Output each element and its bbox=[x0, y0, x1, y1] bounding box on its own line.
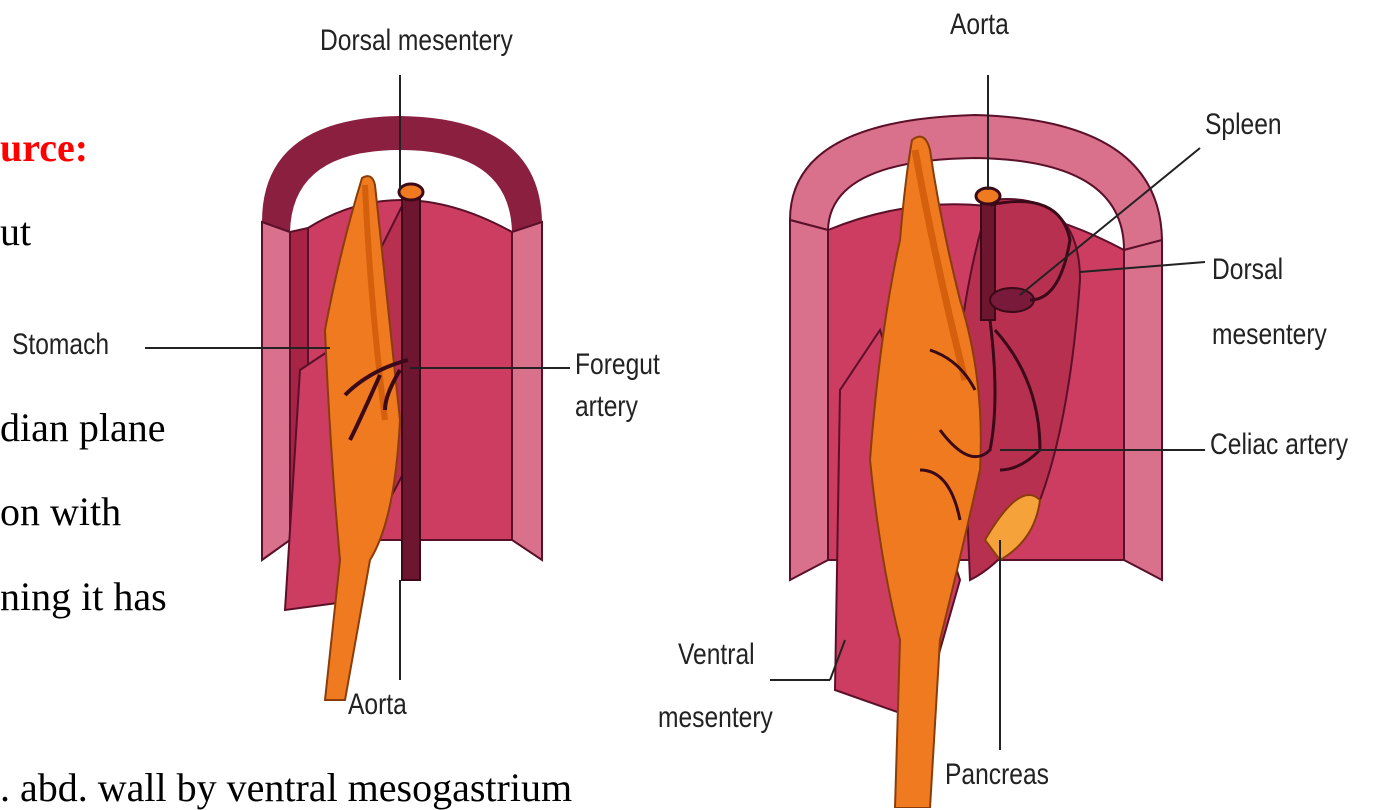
body-wall-right bbox=[1124, 240, 1162, 580]
label-artery: artery bbox=[575, 392, 638, 422]
label-foregut: Foregut bbox=[575, 350, 660, 380]
label-aorta-left: Aorta bbox=[348, 690, 407, 720]
aorta-opening bbox=[399, 184, 423, 200]
label-dorsal-mesentery: Dorsal mesentery bbox=[320, 26, 513, 56]
label-dorsal-mesentery-right: mesentery bbox=[1212, 320, 1327, 350]
label-ventral: Ventral bbox=[678, 640, 755, 670]
body-wall-right bbox=[512, 222, 542, 560]
label-aorta-right: Aorta bbox=[950, 10, 1009, 40]
label-spleen: Spleen bbox=[1205, 110, 1282, 140]
label-pancreas: Pancreas bbox=[945, 760, 1049, 790]
aorta-opening bbox=[976, 188, 1000, 204]
left-figure bbox=[262, 116, 542, 700]
body-wall-left bbox=[790, 220, 828, 580]
label-ventral-mesentery: mesentery bbox=[658, 703, 773, 733]
slide-text-line: . abd. wall by ventral mesogastrium bbox=[0, 768, 572, 808]
spleen bbox=[990, 288, 1034, 312]
label-celiac-artery: Celiac artery bbox=[1210, 430, 1348, 460]
label-dorsal: Dorsal bbox=[1212, 255, 1283, 285]
label-stomach: Stomach bbox=[12, 330, 109, 360]
right-figure bbox=[790, 115, 1162, 808]
aorta-tube bbox=[402, 195, 420, 580]
body-wall-left bbox=[262, 222, 290, 560]
